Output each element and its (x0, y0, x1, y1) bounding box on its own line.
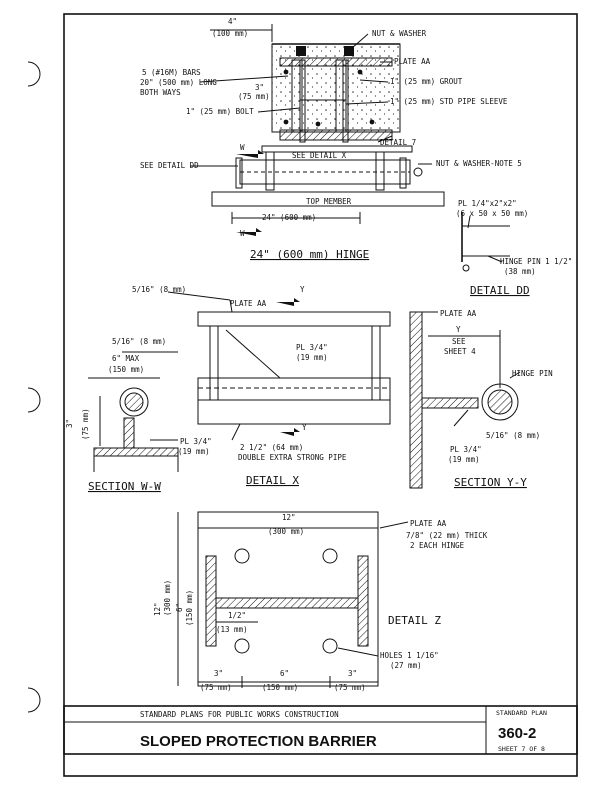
z-w12-mm: (300 mm) (268, 527, 304, 536)
ww-dim3: 3" (65, 419, 74, 428)
plate-aa-x (197, 311, 391, 327)
x-pipe2: DOUBLE EXTRA STRONG PIPE (238, 453, 347, 462)
z-plate-aa: PLATE AA (410, 519, 447, 528)
ww-pl-mm: (19 mm) (178, 447, 210, 456)
z-h6-mm: (150 mm) (185, 590, 194, 626)
hinge-nut-washer: NUT & WASHER (372, 29, 427, 38)
hinge-see-dd: SEE DETAIL DD (140, 161, 199, 170)
hinge-view (190, 24, 445, 236)
hinge-top-member: TOP MEMBER (306, 197, 352, 206)
hinge-see-x: SEE DETAIL X (292, 151, 347, 160)
section-ww-view (88, 351, 179, 472)
dd-pl: PL 1/4"x2"x2" (458, 199, 517, 208)
x-y-mark-2: Y (302, 423, 307, 432)
z-w12: 12" (282, 513, 296, 522)
tb-std-plan: STANDARD PLAN (496, 709, 547, 717)
ww-weld: 5/16" (8 mm) (112, 337, 166, 346)
nut-left (296, 46, 306, 56)
yy-weld: 5/16" (8 mm) (486, 431, 540, 440)
hinge-top-dim-mm: (100 mm) (212, 29, 248, 38)
z-b1-mm: (75 mm) (200, 683, 232, 692)
ww-max-mm: (150 mm) (108, 365, 144, 374)
hinge-top-dim: 4" (228, 17, 237, 26)
dd-pl-mm: (6 x 50 x 50 mm) (456, 209, 528, 218)
yy-pin: HINGE PIN (512, 369, 553, 378)
hinge-title: 24" (600 mm) HINGE (250, 248, 369, 261)
hole-2 (322, 548, 338, 564)
hinge-plate-aa: PLATE AA (394, 57, 431, 66)
hinge-w-mark-2: W (240, 229, 245, 238)
sheet-border (63, 13, 578, 777)
z-b3-mm: (75 mm) (334, 683, 366, 692)
dd-pin: HINGE PIN 1 1/2" (500, 257, 572, 266)
z-half: 1/2" (228, 611, 246, 620)
section-arrow-w-top (236, 150, 264, 158)
hinge-bars: 5 (#16M) BARS (142, 68, 201, 77)
yy-see: SEE (452, 337, 466, 346)
z-holes: HOLES 1 1/16" (380, 651, 439, 660)
x-plate-aa: PLATE AA (230, 299, 267, 308)
z-each: 2 EACH HINGE (410, 541, 465, 550)
detail-z-view (177, 511, 409, 688)
title-block (63, 705, 578, 755)
hinge-detail7: DETAIL 7 (380, 138, 416, 147)
dd-title: DETAIL DD (470, 284, 530, 297)
tb-number: 360-2 (498, 725, 536, 742)
detail-dd-view (461, 212, 510, 272)
z-half-mm: (13 mm) (216, 625, 248, 634)
dd-pin-mm: (38 mm) (504, 267, 536, 276)
z-b3: 3" (348, 669, 357, 678)
hinge-bolt: 1" (25 mm) BOLT (186, 107, 254, 116)
z-h12: 12" (153, 602, 162, 616)
pipe-x (197, 399, 391, 425)
z-holes-mm: (27 mm) (390, 661, 422, 670)
yy-plate-aa: PLATE AA (440, 309, 477, 318)
hinge-w-mark: W (240, 143, 245, 152)
tb-sheet: SHEET 7 OF 8 (498, 745, 545, 753)
hinge-dim3-mm: (75 mm) (238, 92, 270, 101)
ww-max: 6" MAX (112, 354, 140, 363)
yy-sheet: SHEET 4 (444, 347, 476, 356)
plate-aa-bottom (279, 129, 393, 141)
z-h12-mm: (300 mm) (163, 580, 172, 616)
hinge-bars-len: 20" (500 mm) LONG (140, 78, 217, 87)
x-y-mark: Y (300, 285, 305, 294)
hinge-nut-note5: NUT & WASHER-NOTE 5 (436, 159, 522, 168)
x-pipe: 2 1/2" (64 mm) (240, 443, 303, 452)
x-weld: 5/16" (8 mm) (132, 285, 186, 294)
x-pl-mm: (19 mm) (296, 353, 328, 362)
detail-x-view (167, 291, 391, 441)
z-b2: 6" (280, 669, 289, 678)
section-yy-view (409, 311, 521, 489)
yy-title: SECTION Y-Y (454, 476, 527, 489)
hinge-dim3: 3" (255, 83, 264, 92)
z-thick: 7/8" (22 mm) THICK (406, 531, 488, 540)
ww-pl: PL 3/4" (180, 437, 212, 446)
hinge-pipe-sleeve: 1" (25 mm) STD PIPE SLEEVE (390, 97, 508, 106)
yy-y-mark: Y (456, 325, 461, 334)
hole-1 (234, 548, 250, 564)
ww-dim3-mm: (75 mm) (81, 408, 90, 440)
hinge-both-ways: BOTH WAYS (140, 88, 181, 97)
hole-3 (234, 638, 250, 654)
section-arrow-w-bottom (236, 228, 262, 236)
yy-pl: PL 3/4" (450, 445, 482, 454)
binder-holes (27, 61, 41, 713)
x-title: DETAIL X (246, 474, 299, 487)
hole-4 (322, 638, 338, 654)
z-title: DETAIL Z (388, 614, 441, 627)
ww-title: SECTION W-W (88, 480, 161, 493)
z-b1: 3" (214, 669, 223, 678)
hinge-grout: 1" (25 mm) GROUT (390, 77, 463, 86)
z-h6: 6" (175, 603, 184, 612)
nut-right (344, 46, 354, 56)
z-b2-mm: (150 mm) (262, 683, 298, 692)
tb-org: STANDARD PLANS FOR PUBLIC WORKS CONSTRUC… (140, 710, 339, 719)
x-pl: PL 3/4" (296, 343, 328, 352)
tb-name: SLOPED PROTECTION BARRIER (140, 733, 377, 750)
top-member (211, 191, 445, 207)
yy-pl-mm: (19 mm) (448, 455, 480, 464)
hinge-dim24: 24" (600 mm) (262, 213, 316, 222)
